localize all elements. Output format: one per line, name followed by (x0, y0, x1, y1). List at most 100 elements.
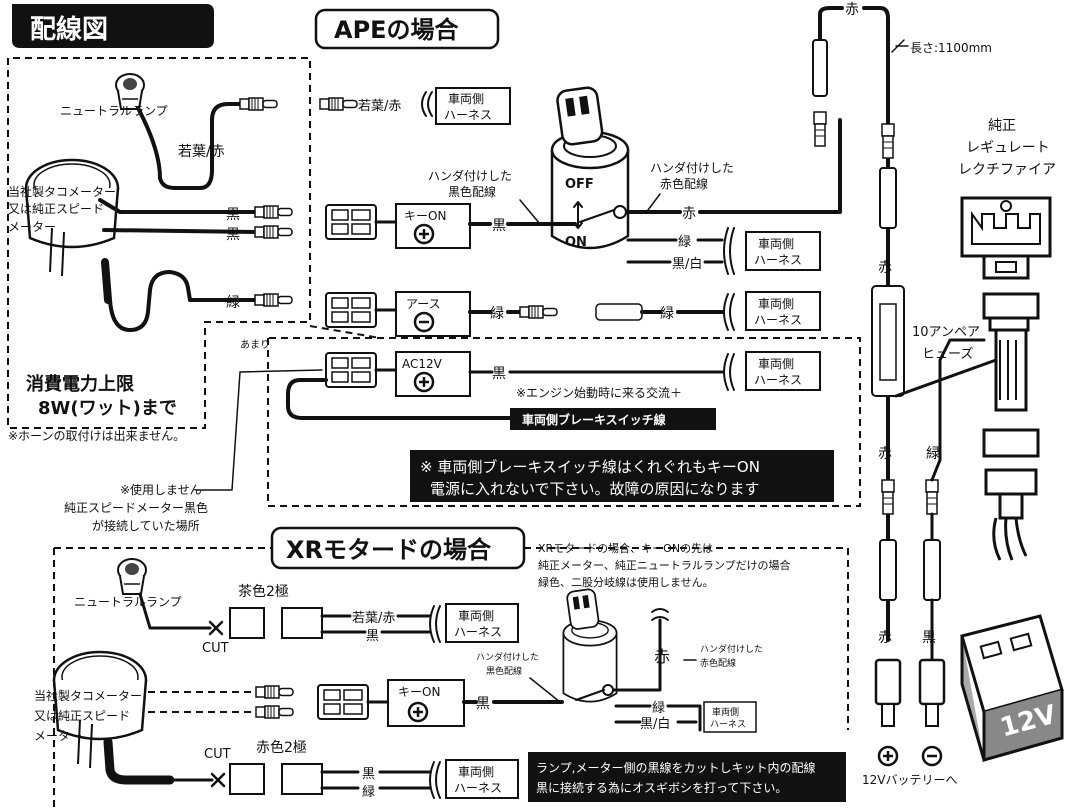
handa-red-leader (647, 193, 661, 211)
warning-line1: ※ 車両側ブレーキスイッチ線はくれぐれもキーON (420, 458, 760, 476)
harness-break-2 (723, 227, 735, 275)
harness-box-4 (745, 351, 821, 391)
red-out-wire (626, 118, 842, 214)
ape-neutral-label: ニュートラルランプ (60, 104, 168, 118)
ape-earth-label: アース (406, 297, 441, 311)
unused-l3: が接続していた場所 (92, 518, 200, 533)
warning-box (410, 450, 834, 502)
unused-l1: ※使用しません (120, 482, 202, 497)
ac-box (395, 351, 471, 397)
meter-green-wire (108, 270, 257, 332)
ape-on: ON (565, 235, 587, 250)
reg-l1: 純正 (988, 118, 1016, 134)
xr-meter-l1: 当社製タコメーター (34, 688, 142, 703)
ape-keyon-connector (325, 204, 377, 240)
plus-sign (419, 229, 429, 239)
harness-break-3 (723, 293, 735, 331)
harness-break-1 (421, 91, 433, 117)
unused-leader (195, 369, 323, 491)
battery-icon: 12V (960, 614, 1064, 762)
harness-break-4 (723, 353, 735, 391)
ape-earth-midori-2: 緑 (660, 306, 674, 322)
ac-section-boundary (267, 337, 861, 507)
horn-note: ※ホーンの取付けは出来ません。 (8, 429, 185, 443)
vh1-l1: 車両側 (448, 92, 484, 106)
brown-connector-male (229, 607, 265, 639)
vh3-l2: ハーネス (754, 313, 802, 327)
ape-kuroshiro: 黒/白 (672, 256, 702, 272)
xr-small-h-l1: 車両側 (712, 706, 739, 718)
xr-kuroshiro: 黒/白 (640, 716, 670, 732)
ape-kit-boundary (7, 57, 311, 429)
meter-black-wire-1 (98, 198, 257, 214)
length-arrow (891, 39, 909, 53)
red-low-terminal (881, 479, 895, 515)
right-aka-bottom: 赤 (878, 630, 892, 646)
xr-red-wire (612, 618, 662, 692)
black-sleeve-low (923, 539, 941, 601)
vh2-l1: 車両側 (758, 237, 794, 251)
xr-kuro-3: 黒 (362, 767, 375, 782)
ac-plus-sign (419, 377, 429, 387)
ac-note: ※エンジン始動時に来る交流＋ (516, 385, 682, 400)
red-connector-male (229, 763, 265, 795)
brake-wire-label: 車両側ブレーキスイッチ線 (522, 412, 666, 427)
red-main-wire (818, 6, 890, 642)
ape-meter-line1: 当社製タコメーター (8, 184, 116, 199)
vh2-l2: ハーネス (754, 253, 802, 267)
xr-cut-x-2 (210, 772, 226, 788)
unused-l2: 純正スピードメーター黒色 (64, 501, 208, 515)
ape-earth-connector (325, 292, 377, 328)
xr-cut-1: CUT (202, 641, 229, 656)
power-limit-1: 消費電力上限 (26, 373, 135, 395)
xr-handa-black-leader (529, 677, 561, 703)
xr-brown2: 茶色2極 (238, 583, 289, 600)
xr-boundary (53, 547, 849, 811)
handa-black-1: ハンダ付けした (428, 168, 512, 183)
ape-meter-line3: メーター (8, 220, 56, 234)
xr-bottom-wires (320, 770, 432, 790)
vh1-l2: ハーネス (444, 108, 492, 122)
xr-cut-2: CUT (204, 747, 231, 762)
length-label: 長さ:1100mm (910, 41, 992, 55)
ape-title: APEの場合 (334, 16, 460, 44)
green-kuroshiro-wires (626, 238, 724, 264)
xr-break-1 (429, 605, 441, 643)
handa-red-2: 赤色配線 (660, 176, 708, 191)
regulator-icon (960, 196, 1052, 561)
xr-kuro: 黒 (366, 629, 379, 644)
battery-note: 12Vバッテリーへ (862, 773, 957, 787)
ape-keyon-label: キーON (404, 209, 446, 223)
xr-red-break (651, 608, 669, 621)
xr-plus-sign (413, 707, 423, 717)
ape-off: OFF (565, 177, 594, 192)
xr-handa-black-2: 黒色配線 (486, 665, 522, 677)
xr-wakaba: 若葉/赤 (352, 610, 395, 626)
xr-cut-x-1 (208, 620, 224, 636)
xr-meter-l3: メーター (34, 729, 82, 743)
black-terminal-2 (254, 225, 293, 239)
keyon-box (395, 203, 471, 249)
xr-term-1 (255, 685, 294, 699)
vh4-l2: ハーネス (754, 373, 802, 387)
xr-break-2 (429, 761, 441, 799)
ape-title-box: APEの場合 (314, 8, 500, 50)
red-sleeve (879, 167, 897, 229)
handa-red-1: ハンダ付けした (650, 160, 734, 175)
red-connector-female (281, 763, 323, 795)
xr-midori: 緑 (652, 701, 665, 716)
xr-neutral-lamp-icon (117, 558, 147, 595)
xr-green-kuroshiro (614, 704, 702, 732)
ape-ac-kuro: 黒 (492, 366, 506, 382)
xr-switch-blade (575, 689, 605, 701)
title-badge: 配線図 (12, 4, 214, 48)
xr-midori-3: 緑 (362, 785, 375, 800)
xr-vh1-l1: 車両側 (458, 609, 494, 623)
right-aka-low: 赤 (878, 446, 892, 462)
xr-bottom-note-box (528, 752, 846, 802)
switch-blade (579, 209, 615, 223)
battery-plus (883, 751, 893, 761)
red-sleeve-low (879, 539, 897, 601)
reg-l3: レクチファイア (958, 162, 1056, 178)
reg-l2: レギュレート (966, 140, 1050, 156)
